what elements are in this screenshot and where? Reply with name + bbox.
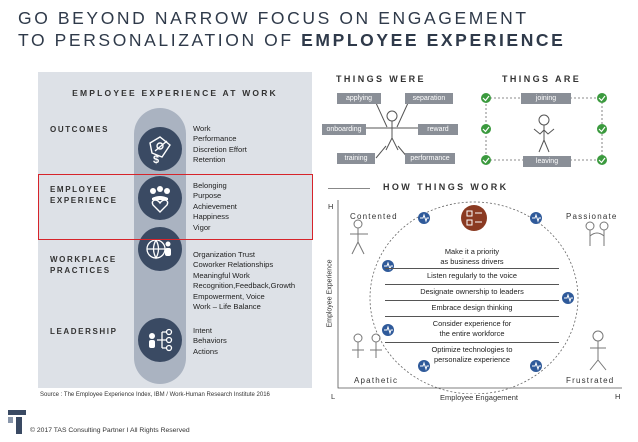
list-item: Actions — [193, 346, 218, 356]
list-item: Meaningful Work — [193, 270, 250, 280]
how-item-technology: Optimize technologies to personalize exp… — [431, 345, 513, 364]
list-item: Work – Life Balance — [193, 302, 261, 312]
list-item: Discretion Effort — [193, 144, 247, 154]
corner-apathetic: Apathetic — [354, 376, 399, 385]
list-item: Vigor — [193, 222, 211, 232]
employee-label: EMPLOYEE — [50, 185, 108, 194]
list-item: Retention — [193, 155, 226, 165]
people-sketches — [350, 219, 609, 371]
experience-circle — [138, 176, 182, 220]
y-high-label: H — [328, 202, 334, 211]
corner-contented: Contented — [350, 212, 398, 221]
experience-list: Belonging Purpose Achievement Happiness … — [193, 181, 237, 233]
how-item-listen: Listen regularly to the voice — [427, 271, 517, 280]
outcomes-circle: $ — [138, 127, 182, 171]
tag-leaving: leaving — [523, 156, 571, 167]
list-item: Organization Trust — [193, 250, 256, 259]
practices-label: PRACTICES — [50, 266, 111, 275]
things-were-heading: THINGS WERE — [336, 74, 426, 84]
tag-reward: reward — [418, 124, 458, 135]
list-item: Coworker Relationships — [193, 260, 274, 270]
outcomes-label: OUTCOMES — [50, 125, 110, 134]
list-item: Achievement — [193, 201, 237, 211]
how-item-design: Embrace design thinking — [431, 303, 513, 312]
list-item: Empowerment, Voice — [193, 291, 265, 301]
svg-text:$: $ — [153, 154, 159, 166]
list-item: Recognition,Feedback,Growth — [193, 281, 296, 291]
x-low-label: L — [331, 392, 336, 401]
how-matrix — [337, 200, 622, 394]
tag-joining: joining — [521, 93, 571, 104]
experience-label: EXPERIENCE — [50, 196, 118, 205]
y-axis-label: Employee Experience — [326, 259, 334, 328]
leadership-circle — [138, 318, 182, 362]
outcomes-list: Work Performance Discretion Effort Reten… — [193, 124, 247, 166]
item-divider — [385, 316, 559, 317]
list-item: Happiness — [193, 212, 229, 222]
corner-frustrated: Frustrated — [566, 376, 615, 385]
list-item: Work — [193, 124, 211, 133]
things-are-cycle — [481, 93, 607, 165]
x-axis-label: Employee Engagement — [440, 393, 518, 402]
corner-passionate: Passionate — [566, 212, 618, 221]
globe-people-icon — [146, 239, 171, 260]
x-high-label: H — [615, 392, 621, 401]
hierarchy-icon — [149, 328, 173, 352]
copyright: © 2017 TAS Consulting Partner I All Righ… — [30, 427, 190, 434]
list-item: Belonging — [193, 181, 227, 190]
item-divider — [385, 268, 559, 269]
tag-performance: performance — [405, 153, 455, 164]
source-note: Source : The Employee Experience Index, … — [40, 392, 270, 398]
list-item: Purpose — [193, 191, 222, 201]
title-prefix: TO PERSONALIZATION OF — [18, 30, 302, 50]
list-item: Behaviors — [193, 336, 227, 346]
highlight-box — [38, 174, 313, 240]
things-are-heading: THINGS ARE — [502, 74, 582, 84]
panel-heading: EMPLOYEE EXPERIENCE AT WORK — [72, 88, 278, 98]
company-logo — [8, 408, 28, 436]
how-item-priority: Make it a priority as business drivers — [440, 247, 504, 266]
list-item: Intent — [193, 326, 212, 335]
tag-onboarding: onboarding — [322, 124, 366, 135]
item-divider — [385, 300, 559, 301]
people-heart-icon — [150, 186, 170, 213]
how-item-workforce: Consider experience for the entire workf… — [432, 319, 512, 338]
leadership-label: LEADERSHIP — [50, 327, 118, 336]
item-divider — [385, 342, 559, 343]
outcomes-icon: $ — [149, 136, 171, 166]
title-bold: EMPLOYEE EXPERIENCE — [301, 30, 566, 50]
title-line-1: GO BEYOND NARROW FOCUS ON ENGAGEMENT — [18, 8, 529, 28]
tag-applying: applying — [337, 93, 381, 104]
how-rule-left — [328, 188, 370, 189]
tag-separation: separation — [405, 93, 453, 104]
tag-training: training — [337, 153, 375, 164]
things-were-figure — [366, 102, 418, 159]
item-divider — [385, 284, 559, 285]
workplace-label: WORKPLACE — [50, 255, 117, 264]
how-heading: HOW THINGS WORK — [383, 182, 509, 192]
list-item: Performance — [193, 134, 237, 144]
workplace-circle — [138, 227, 182, 271]
how-item-ownership: Designate ownership to leaders — [420, 287, 524, 296]
leadership-list: Intent Behaviors Actions — [193, 326, 227, 357]
workplace-list: Organization Trust Coworker Relationship… — [193, 250, 295, 312]
title-line-2: TO PERSONALIZATION OF EMPLOYEE EXPERIENC… — [18, 30, 565, 51]
